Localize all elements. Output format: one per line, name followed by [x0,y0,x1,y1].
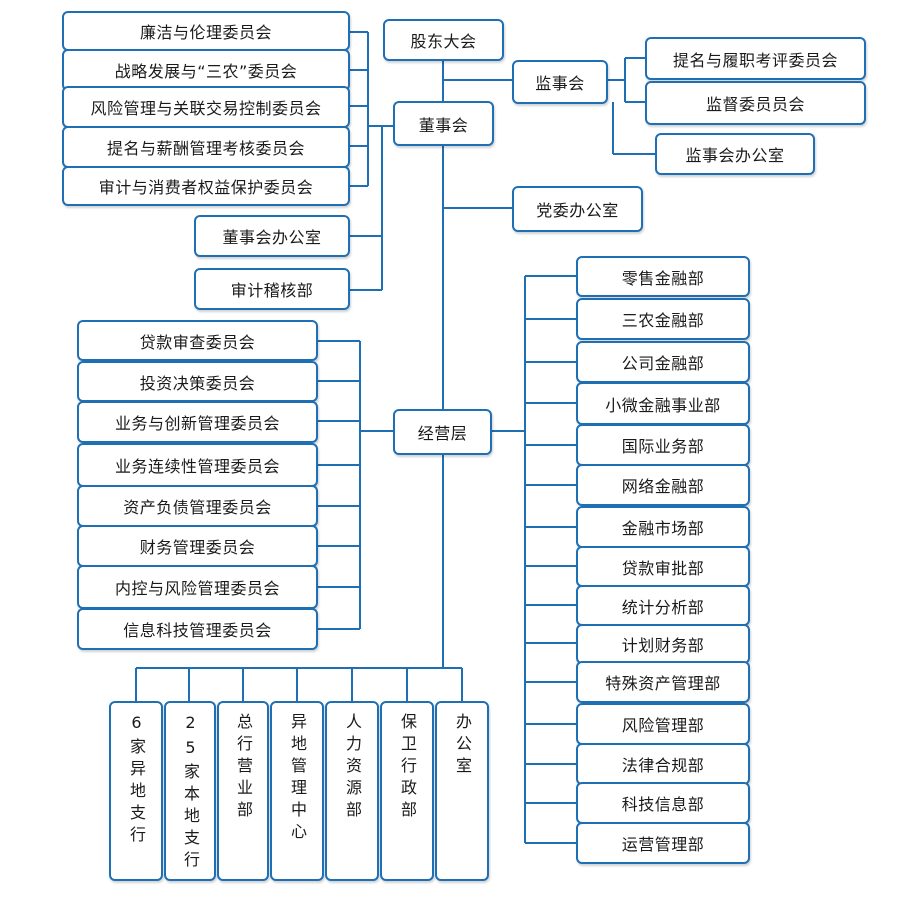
board-unit-box: 审计稽核部 [194,268,350,310]
party-office-label: 党委办公室 [536,201,619,220]
department-box: 公司金融部 [576,341,750,383]
board-unit-label: 董事会办公室 [222,228,322,247]
supervisor-committee-label: 监督委员员会 [705,95,805,114]
department-box: 三农金融部 [576,298,750,340]
department-box: 计划财务部 [576,624,750,664]
management-label: 经营层 [417,424,468,443]
management-committee-label: 贷款审查委员会 [139,332,256,352]
branch-box: 人力资源部 [325,701,379,881]
branch-box: 总行营业部 [217,701,269,881]
board-committee-box: 战略发展与“三农”委员会 [62,49,350,91]
department-label: 公司金融部 [621,354,705,373]
branch-box: 保卫行政部 [380,701,434,881]
board-of-directors-box: 董事会 [393,101,494,146]
supervisor-committee-box: 提名与履职考评委员会 [645,37,866,80]
department-box: 统计分析部 [576,585,750,626]
management-committee-label: 内控与风险管理委员会 [114,579,280,598]
board-committee-label: 审计与消费者权益保护委员会 [98,178,314,197]
supervisor-committee-label: 提名与履职考评委员会 [672,50,838,70]
management-committee-label: 信息科技管理委员会 [123,621,272,640]
department-box: 网络金融部 [576,464,750,506]
board-committee-box: 审计与消费者权益保护委员会 [62,166,350,206]
department-box: 法律合规部 [576,743,750,785]
management-committee-box: 信息科技管理委员会 [77,608,318,650]
department-label: 网络金融部 [621,477,705,496]
board-committee-label: 战略发展与“三农”委员会 [114,62,298,81]
supervisory-board-box: 监事会 [512,60,608,104]
branch-box: 异地管理中心 [270,701,324,881]
board-committee-box: 风险管理与关联交易控制委员会 [62,86,350,128]
board-committee-label: 廉洁与伦理委员会 [139,23,272,42]
board-committee-box: 廉洁与伦理委员会 [62,11,350,51]
management-committee-label: 业务连续性管理委员会 [114,457,280,476]
department-label: 风险管理部 [621,716,705,735]
department-label: 贷款审批部 [621,558,705,578]
management-committee-label: 投资决策委员会 [139,373,256,393]
department-box: 运营管理部 [576,822,750,864]
supervisory-board-label: 监事会 [535,74,585,93]
department-label: 科技信息部 [621,795,705,814]
supervisor-committee-box: 监督委员员会 [645,81,866,125]
branch-label: 人力资源部 [343,713,362,823]
department-box: 国际业务部 [576,424,750,466]
department-box: 零售金融部 [576,256,750,297]
department-label: 特殊资产管理部 [605,674,721,693]
shareholders-meeting-box: 股东大会 [383,19,504,61]
management-committee-box: 投资决策委员会 [77,361,318,402]
department-label: 计划财务部 [621,636,705,655]
management-committee-box: 财务管理委员会 [77,525,318,567]
department-label: 运营管理部 [621,835,705,854]
department-label: 金融市场部 [621,519,705,538]
branch-label: 总行营业部 [234,713,253,823]
branch-label: 异地管理中心 [288,713,307,845]
board-unit-label: 审计稽核部 [230,281,314,300]
management-committee-label: 业务与创新管理委员会 [114,414,280,433]
branch-box: 25家本地支行 [164,701,216,881]
branch-label: 办公室 [453,713,472,779]
management-committee-box: 业务与创新管理委员会 [77,401,318,443]
management-box: 经营层 [393,409,492,455]
management-committee-box: 贷款审查委员会 [77,320,318,361]
board-committee-label: 提名与薪酬管理考核委员会 [106,139,305,158]
branch-label: 25家本地支行 [181,713,200,873]
department-box: 小微金融事业部 [576,382,750,425]
board-of-directors-label: 董事会 [418,115,469,135]
supervisor-office-label: 监事会办公室 [685,146,785,165]
branch-box: 6家异地支行 [109,701,163,881]
department-box: 特殊资产管理部 [576,661,750,703]
party-office-box: 党委办公室 [512,186,643,232]
management-committee-box: 业务连续性管理委员会 [77,443,318,487]
department-box: 科技信息部 [576,782,750,824]
department-label: 零售金融部 [621,268,705,288]
board-unit-box: 董事会办公室 [194,215,350,257]
branch-box: 办公室 [435,701,489,881]
shareholders-meeting-label: 股东大会 [410,32,477,51]
department-label: 国际业务部 [621,437,705,456]
management-committee-label: 财务管理委员会 [139,538,256,557]
management-committee-label: 资产负债管理委员会 [123,498,272,517]
department-label: 小微金融事业部 [605,395,721,415]
supervisor-office-box: 监事会办公室 [655,133,815,175]
department-box: 金融市场部 [576,506,750,548]
management-committee-box: 内控与风险管理委员会 [77,565,318,609]
management-committee-box: 资产负债管理委员会 [77,485,318,527]
board-committee-label: 风险管理与关联交易控制委员会 [90,99,322,118]
department-box: 风险管理部 [576,703,750,745]
branch-label: 6家异地支行 [127,713,146,848]
department-label: 法律合规部 [621,756,705,775]
branch-label: 保卫行政部 [398,713,417,823]
board-committee-box: 提名与薪酬管理考核委员会 [62,126,350,168]
department-label: 三农金融部 [621,311,705,330]
department-box: 贷款审批部 [576,546,750,587]
department-label: 统计分析部 [621,597,705,617]
